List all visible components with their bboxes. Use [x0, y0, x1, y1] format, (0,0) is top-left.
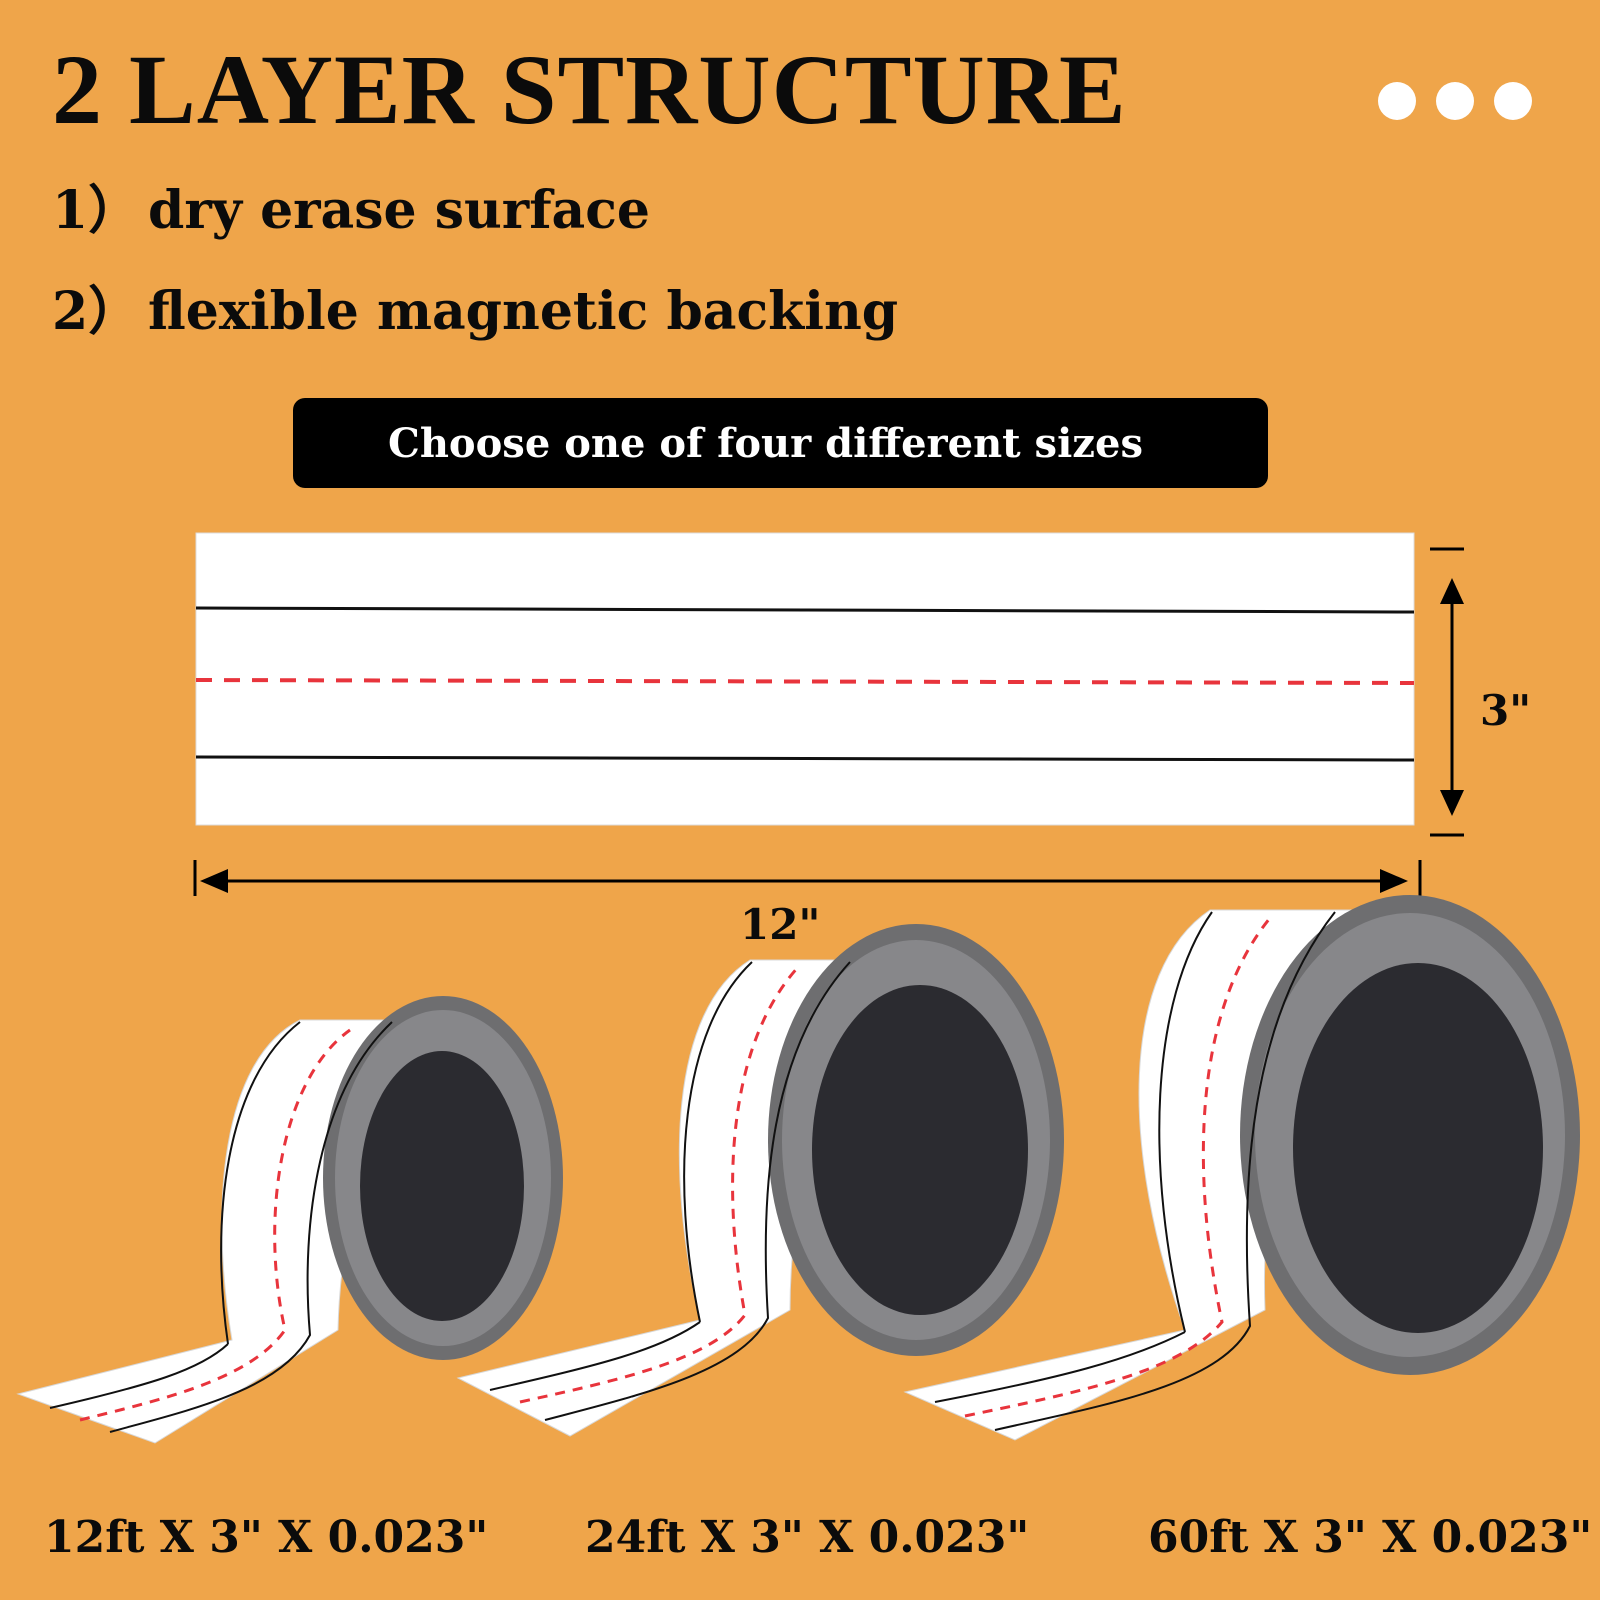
- carousel-dot[interactable]: [1436, 82, 1474, 120]
- feature-item-2: 2）flexible magnetic backing: [52, 286, 898, 338]
- roll-line: [934, 1331, 1186, 1403]
- roll-line: [109, 1021, 393, 1433]
- strip-top-line: [195, 606, 1415, 614]
- height-label: 3": [1480, 686, 1532, 735]
- banner-text: Choose one of four different sizes: [388, 419, 1143, 467]
- roll-dashed-line: [79, 1028, 351, 1422]
- feature-number: 2）: [52, 281, 141, 342]
- roll-line: [994, 911, 1336, 1431]
- height-arrow-head-up: [1440, 578, 1464, 604]
- roll-line: [220, 1021, 301, 1345]
- roll-size-label-3: 60ft X 3" X 0.023": [1148, 1512, 1593, 1563]
- roll-line: [683, 961, 753, 1323]
- feature-text: dry erase surface: [148, 180, 650, 241]
- carousel-dot[interactable]: [1494, 82, 1532, 120]
- roll-line: [49, 1343, 229, 1409]
- carousel-dot[interactable]: [1378, 82, 1416, 120]
- carousel-dots[interactable]: [1378, 82, 1533, 122]
- strip-dashed-line: [195, 678, 1415, 685]
- width-label: 12": [740, 900, 821, 949]
- roll-core: [1293, 963, 1543, 1333]
- strip-illustration: [193, 532, 1464, 896]
- roll-small: [16, 996, 563, 1444]
- roll-core: [360, 1051, 524, 1321]
- roll-line: [489, 1321, 701, 1391]
- strip-bottom-line: [195, 755, 1415, 762]
- feature-text: flexible magnetic backing: [148, 281, 899, 342]
- height-arrow-head-down: [1440, 790, 1464, 816]
- roll-large: [903, 895, 1580, 1441]
- roll-line: [1158, 911, 1213, 1333]
- page-title: 2 LAYER STRUCTURE: [52, 34, 1127, 145]
- roll-core: [812, 985, 1028, 1315]
- roll-size-label-1: 12ft X 3" X 0.023": [44, 1512, 489, 1563]
- strip-outline: [195, 532, 1415, 826]
- roll-medium: [456, 924, 1064, 1437]
- feature-item-1: 1）dry erase surface: [52, 185, 650, 237]
- width-arrow-head-left: [200, 869, 228, 893]
- roll-line: [544, 961, 851, 1421]
- width-arrow-head-right: [1380, 869, 1408, 893]
- roll-size-label-2: 24ft X 3" X 0.023": [585, 1512, 1030, 1563]
- roll-dashed-line: [964, 917, 1272, 1418]
- sizes-banner: Choose one of four different sizes: [293, 398, 1268, 488]
- feature-number: 1）: [52, 180, 141, 241]
